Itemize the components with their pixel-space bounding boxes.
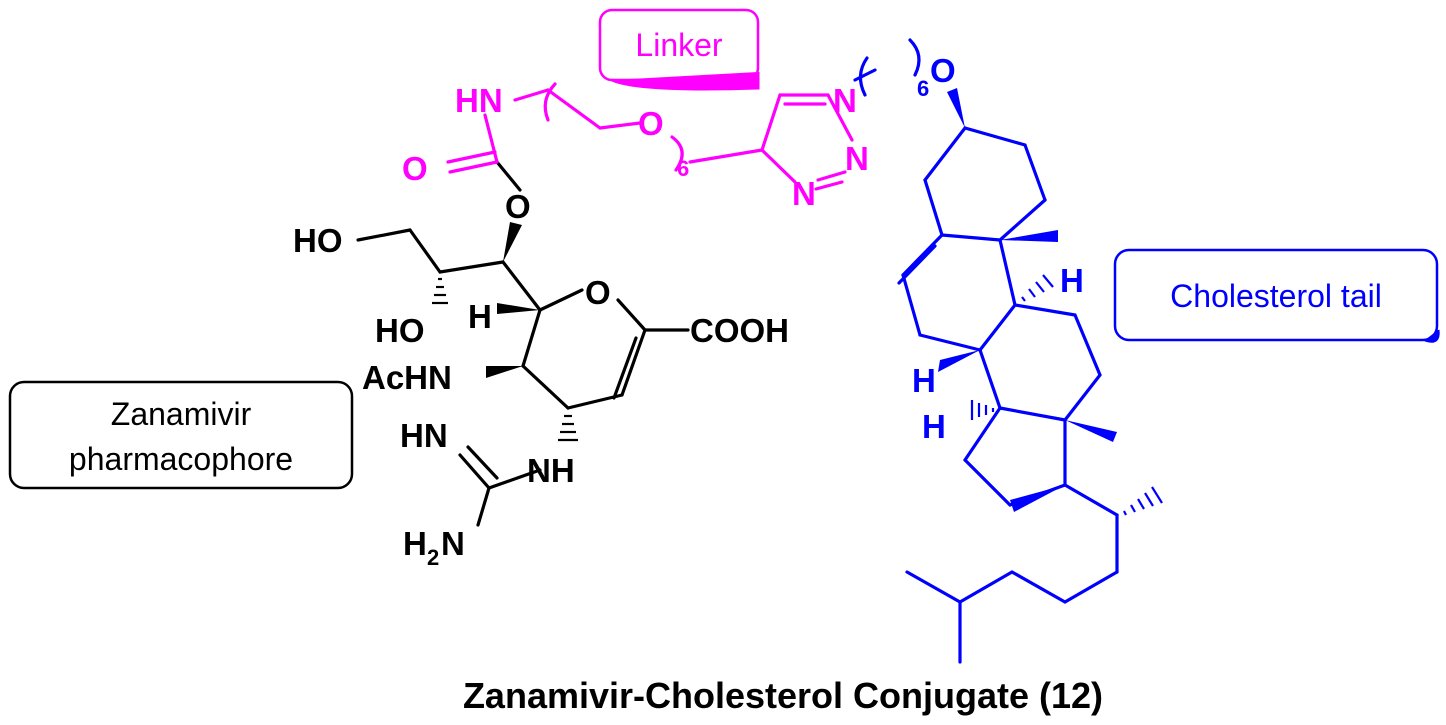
figure-caption: Zanamivir-Cholesterol Conjugate (12) [463,675,1103,716]
linker-bonds [446,82,854,191]
zanamivir-hash-bonds [432,277,578,442]
atom-n2-triazole: N [845,140,869,177]
atom-achn: AcHN [362,359,452,396]
atom-h2n-n: N [441,525,465,562]
zanamivir-label-line1: Zanamivir [111,396,252,432]
atom-o-carbonyl: O [402,150,428,187]
atom-hn-linker: HN [455,82,503,119]
atom-ho-mid: HO [375,312,425,349]
linker-callout: Linker [598,8,760,91]
atom-n3-triazole: N [792,175,816,212]
cholesterol-tail-label: Cholesterol tail [1170,278,1382,314]
atom-ho-top: HO [293,222,343,259]
atom-o-peg: O [638,105,664,142]
atom-n1-triazole: N [833,82,857,119]
cholesterol-hash-bonds [970,274,1163,516]
atom-cooh: COOH [690,312,789,349]
zanamivir-callout: Zanamivir pharmacophore [8,380,354,490]
cholesterol-bonds [853,38,1119,664]
repeat-count-peg: 6 [677,156,689,181]
atom-h-steroid-b: H [912,362,936,399]
zanamivir-label-line2: pharmacophore [69,441,293,477]
linker-label: Linker [635,27,723,63]
atom-h2n-subscript: 2 [427,545,439,570]
cholesterol-callout: Cholesterol tail [1113,248,1440,343]
atom-o-ring: O [585,274,611,311]
atom-o-ether: O [930,52,956,89]
repeat-count-hexyl: 6 [917,76,929,101]
atom-h-steroid-c: H [922,408,946,445]
atom-h2n-h: H [403,525,427,562]
atom-hn-guanidine: HN [400,417,448,454]
zanamivir-bonds [356,160,690,527]
zanamivir-stereo-bonds [486,222,540,378]
cholesterol-stereo-bonds [938,88,1117,512]
atom-o-ester: O [505,188,531,225]
atom-nh-guanidine: NH [527,452,575,489]
atom-h-steroid-a: H [1060,262,1084,299]
atom-h-ring: H [468,298,492,335]
